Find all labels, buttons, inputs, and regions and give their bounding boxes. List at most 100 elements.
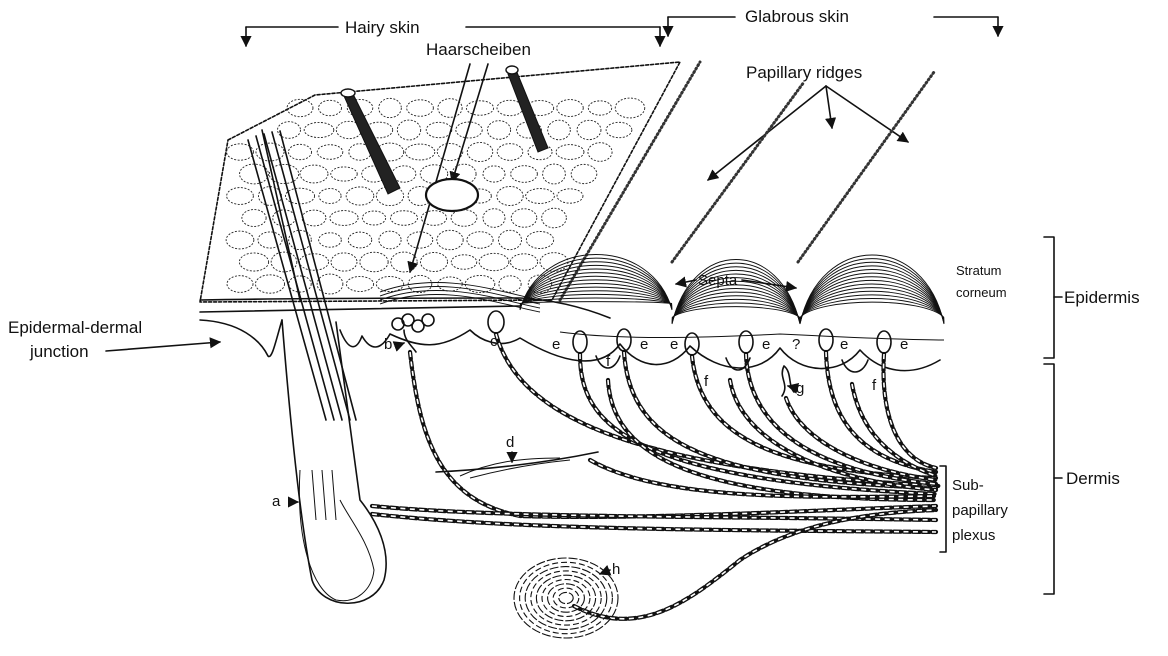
marker-g: g [796,380,804,397]
septa-pointer-right [742,280,796,288]
skin-cell [497,144,523,161]
epidermis-bracket [1044,237,1062,358]
ed-junction-label-1: Epidermal-dermal [8,318,142,337]
skin-cell [300,165,328,183]
skin-cell [426,122,452,137]
marker-d: d [506,434,514,451]
skin-cell [360,252,388,271]
stratum-corneum-layers [380,255,944,325]
subpapillary-label-2: papillary [952,502,1008,519]
marker-g-arrow [788,386,796,388]
haarscheibe-disc [426,179,478,211]
skin-cell [273,210,296,226]
skin-cell [227,188,254,205]
skin-cell [255,275,284,293]
skin-cell [479,253,509,270]
skin-cell [451,255,477,269]
skin-cell [319,100,342,115]
papillary-pointer-3 [826,86,908,142]
skin-cell [511,166,538,183]
skin-cell [331,167,357,181]
skin-cell [497,187,523,206]
receptor-c [488,311,504,333]
skin-cell [526,232,553,249]
skin-cell [239,253,268,271]
skin-cell [511,209,537,227]
skin-cell [615,98,645,118]
skin-cell [526,189,555,204]
skin-cell [588,143,612,162]
dermis-label: Dermis [1066,469,1120,488]
skin-cell [362,211,385,225]
pacinian-corpuscle-h [514,558,618,638]
skin-cell [226,231,254,249]
skin-cell [330,211,358,226]
marker-e-4: e [762,336,770,353]
papillary-ridges-label: Papillary ridges [746,63,862,82]
skin-cell [319,189,341,204]
skin-cell [451,210,477,226]
skin-cell [346,277,373,292]
skin-cell [465,275,495,292]
skin-cell [556,145,584,160]
corneum-layer [800,270,944,323]
marker-b: b [384,336,392,353]
skin-cell [466,101,493,115]
hair-shafts [248,66,548,420]
skin-cell [499,230,522,249]
corneum-layer [380,294,540,312]
skin-cell [557,189,583,203]
haarscheiben-pointer-1 [410,64,470,272]
pacinian-lamella [559,592,573,603]
subpapillary-label-3: plexus [952,527,995,544]
corneum-layer [520,302,672,304]
corneum-layer [800,262,944,323]
marker-question: ? [792,336,800,353]
skin-cell [548,120,571,140]
ed-junction-label-2: junction [29,342,89,361]
marker-e-2: e [640,336,648,353]
skin-cell [379,98,402,117]
skin-cell [438,99,462,118]
marker-e-3: e [670,336,678,353]
receptor-b [392,314,434,352]
subpapillary-label-1: Sub- [952,477,984,494]
skin-cell [348,232,371,248]
skin-cell [510,254,537,270]
skin-cell [289,276,311,292]
corneum-layer [520,298,672,304]
skin-cell [317,145,343,160]
skin-cell [571,164,597,183]
skin-cell [588,101,611,115]
corneum-layer [800,299,944,319]
corneum-layer [520,287,672,305]
skin-cell [543,164,566,184]
pacinian-lamella [525,567,607,630]
skin-cell [606,122,632,137]
corneum-layer [800,302,944,317]
papillary-pointer-2 [826,86,832,128]
skin-cell [397,120,420,140]
stratum-corneum-label-2: corneum [956,285,1007,300]
pacinian-lamella [520,562,613,633]
skin-cell [302,210,326,226]
skin-cell [420,253,447,272]
skin-cell [346,187,374,205]
skin-cell [304,122,334,137]
septa-label: Septa [698,272,738,289]
hairy-skin-label: Hairy skin [345,18,420,37]
skin-cell [379,231,401,249]
marker-h-arrow [600,570,610,574]
septa-pointer-left [676,280,696,284]
skin-cell [227,276,253,293]
marker-f-2: f [704,373,709,390]
skin-cell [542,208,567,228]
skin-cell [557,100,583,117]
marker-e-6: e [900,336,908,353]
skin-cell [258,232,282,248]
marker-b-arrow [396,343,404,346]
ed-junction-pointer [106,342,220,351]
pacinian-lamella [536,575,595,621]
